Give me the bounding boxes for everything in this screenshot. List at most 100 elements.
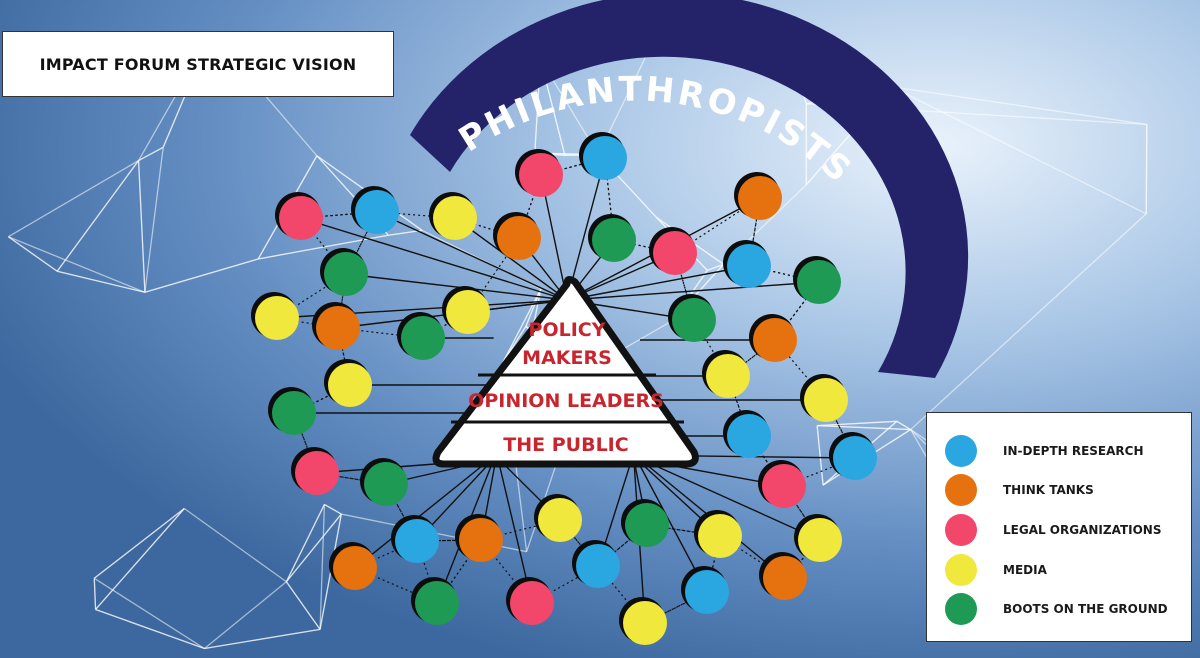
background-line	[57, 270, 146, 293]
node-boots	[324, 252, 368, 296]
node-research	[583, 136, 627, 180]
title-box: IMPACT FORUM STRATEGIC VISION	[2, 31, 394, 97]
node-boots	[625, 503, 669, 547]
connection-line	[566, 265, 750, 301]
node-media	[698, 514, 742, 558]
node-media	[706, 354, 750, 398]
background-line	[8, 236, 58, 272]
background-line	[707, 263, 724, 271]
background-line	[910, 213, 1147, 431]
node-boots	[401, 316, 445, 360]
node-research	[727, 414, 771, 458]
background-line	[1145, 124, 1148, 214]
node-boots	[272, 391, 316, 435]
pyramid-the-public: THE PUBLIC	[503, 434, 628, 456]
background-line	[817, 420, 897, 427]
background-line	[93, 578, 97, 610]
node-media	[538, 498, 582, 542]
legend-dot-media	[945, 553, 977, 586]
node-research	[395, 519, 439, 563]
legend-item-think-tanks: THINK TANKS	[927, 471, 1191, 511]
background-line	[95, 508, 185, 610]
node-boots	[672, 298, 716, 342]
connection-line	[454, 217, 568, 301]
dotted-link	[480, 519, 561, 541]
background-line	[204, 581, 287, 650]
node-legal	[295, 451, 339, 495]
legend-item-boots: BOOTS ON THE GROUND	[927, 589, 1191, 629]
member-nodes	[251, 132, 877, 645]
legend-item-media: MEDIA	[927, 550, 1191, 590]
connection-line	[566, 281, 820, 301]
node-think	[316, 306, 360, 350]
background-line	[896, 420, 912, 431]
node-legal	[519, 153, 563, 197]
background-line	[56, 160, 140, 272]
node-think	[333, 546, 377, 590]
node-boots	[415, 581, 459, 625]
node-media	[623, 601, 667, 645]
node-legal	[279, 196, 323, 240]
dotted-link	[480, 539, 533, 604]
background-line	[388, 229, 423, 236]
legend: IN-DEPTH RESEARCH THINK TANKS LEGAL ORGA…	[926, 412, 1192, 642]
node-media	[804, 378, 848, 422]
connection-line	[566, 157, 606, 301]
background-line	[258, 234, 389, 260]
background-line	[891, 86, 1147, 126]
legend-item-research: IN-DEPTH RESEARCH	[927, 431, 1191, 471]
background-line	[285, 504, 326, 583]
dotted-link	[422, 311, 469, 339]
node-research	[833, 436, 877, 480]
page-title: IMPACT FORUM STRATEGIC VISION	[39, 54, 357, 74]
node-legal	[762, 464, 806, 508]
node-boots	[592, 218, 636, 262]
node-media	[446, 290, 490, 334]
node-research	[355, 190, 399, 234]
pyramid-policy-makers-line2: MAKERS	[522, 347, 612, 369]
legend-dot-legal	[945, 513, 977, 546]
node-think	[753, 318, 797, 362]
background-line	[137, 160, 146, 293]
legend-dot-boots	[945, 593, 977, 626]
background-line	[816, 425, 824, 486]
node-think	[459, 518, 503, 562]
node-think	[497, 216, 541, 260]
pyramid-opinion-leaders: OPINION LEADERS	[468, 390, 664, 412]
legend-dot-research	[945, 434, 977, 467]
background-line	[144, 147, 164, 293]
background-line	[138, 146, 164, 162]
legend-item-legal: LEGAL ORGANIZATIONS	[927, 510, 1191, 550]
dotted-link	[784, 539, 821, 579]
background-line	[285, 581, 321, 630]
background-line	[93, 508, 185, 579]
connection-lines	[276, 157, 856, 624]
background-line	[319, 504, 326, 630]
pyramid: POLICY MAKERS OPINION LEADERS THE PUBLIC	[432, 275, 699, 468]
background-line	[285, 513, 342, 583]
background-line	[8, 159, 139, 238]
node-media	[328, 363, 372, 407]
node-media	[255, 296, 299, 340]
background-line	[95, 608, 205, 650]
connection-line	[345, 273, 568, 301]
pyramid-policy-makers-line1: POLICY	[529, 319, 606, 341]
node-boots	[797, 260, 841, 304]
legend-label-legal: LEGAL ORGANIZATIONS	[1003, 522, 1162, 537]
background-line	[891, 86, 1147, 215]
node-think	[763, 556, 807, 600]
node-research	[576, 544, 620, 588]
background-line	[183, 507, 287, 583]
background-line	[324, 503, 342, 515]
node-research	[685, 570, 729, 614]
background-line	[204, 628, 321, 650]
background-line	[8, 236, 146, 293]
node-media	[433, 196, 477, 240]
legend-label-media: MEDIA	[1003, 562, 1047, 577]
legend-label-research: IN-DEPTH RESEARCH	[1003, 443, 1144, 458]
connection-line	[376, 211, 568, 301]
legend-label-think-tanks: THINK TANKS	[1003, 483, 1094, 498]
node-research	[727, 244, 771, 288]
legend-dot-think-tanks	[945, 474, 977, 507]
